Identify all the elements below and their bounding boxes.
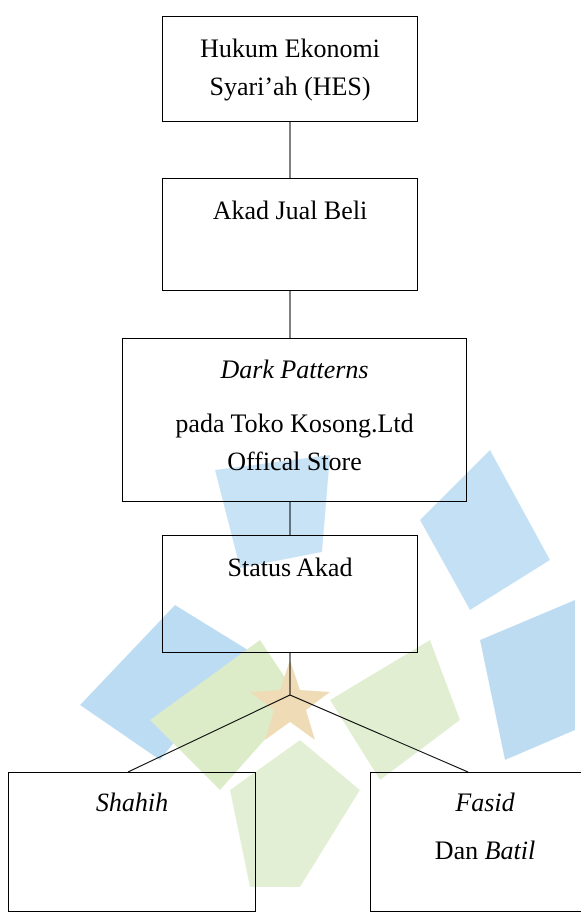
- node-dark-line-2: Offical Store: [227, 447, 362, 476]
- node-hukum-ekonomi-syariah: Hukum Ekonomi Syari’ah (HES): [162, 16, 418, 122]
- connector-branch-shahih: [127, 694, 291, 773]
- node-status-akad: Status Akad: [162, 535, 418, 653]
- node-shahih: Shahih: [8, 772, 256, 912]
- node-dark-patterns: Dark Patterns pada Toko Kosong.Ltd Offic…: [122, 338, 467, 502]
- node-hes-line-2: Syari’ah (HES): [209, 72, 371, 101]
- university-logo-watermark: [80, 450, 575, 887]
- watermark-blue-petal-top-right: [420, 450, 550, 610]
- watermark-blue-petal-left: [80, 605, 248, 760]
- connector-lines: [127, 122, 469, 773]
- node-dark-title: Dark Patterns: [220, 355, 369, 384]
- node-fasid-suffix: Batil: [484, 836, 536, 865]
- watermark-green-petal-right: [330, 640, 460, 780]
- node-akad-jual-beli: Akad Jual Beli: [162, 178, 418, 291]
- watermark-blue-petal-top-left: [215, 455, 330, 568]
- watermark-green-petal-left: [150, 640, 300, 790]
- node-fasid-prefix: Dan: [434, 836, 485, 865]
- watermark-gold-star: [250, 660, 330, 740]
- node-akad-line-1: Akad Jual Beli: [212, 196, 368, 225]
- node-dark-line-1: pada Toko Kosong.Ltd: [175, 409, 414, 438]
- node-fasid-dan-batil: Fasid Dan Batil: [370, 772, 581, 912]
- connector-branch-fasid: [289, 694, 469, 773]
- node-fasid-title: Fasid: [455, 788, 515, 817]
- watermark-green-petal-bottom: [230, 740, 360, 887]
- node-shahih-title: Shahih: [95, 788, 169, 817]
- node-fasid-line-2: Dan Batil: [371, 832, 581, 870]
- node-status-line-1: Status Akad: [227, 553, 353, 582]
- watermark-blue-petal-right: [480, 600, 575, 760]
- node-hes-line-1: Hukum Ekonomi: [200, 34, 380, 63]
